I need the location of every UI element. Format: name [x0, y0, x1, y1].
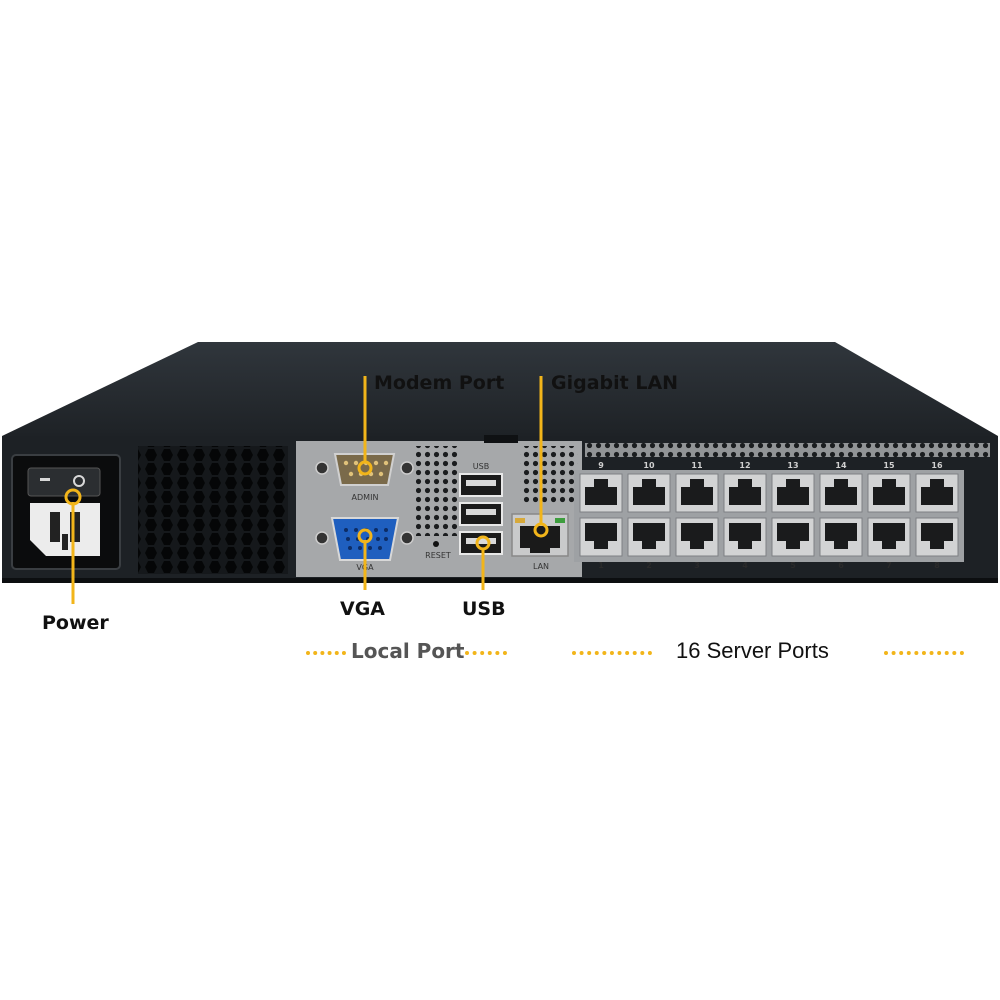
- rj45-port-icon: [681, 479, 713, 505]
- callout-gigabit-lan: Gigabit LAN: [551, 372, 679, 394]
- server-port[interactable]: [627, 473, 671, 513]
- chassis-top: [2, 342, 998, 436]
- power-switch-icon[interactable]: [27, 467, 101, 497]
- rj45-port-icon: [825, 523, 857, 549]
- rj45-port-icon: [921, 523, 953, 549]
- server-port[interactable]: [915, 473, 959, 513]
- rj45-port-icon: [873, 479, 905, 505]
- rj45-port-icon: [873, 523, 905, 549]
- server-port-number: 9: [598, 461, 604, 470]
- server-port-number: 13: [787, 461, 798, 470]
- rj45-port-icon: [777, 523, 809, 549]
- rj45-port-icon: [729, 523, 761, 549]
- server-port[interactable]: [579, 517, 623, 557]
- server-port-number: 3: [694, 561, 700, 570]
- server-port-number: 1: [598, 561, 604, 570]
- usb-port-icon[interactable]: [459, 531, 503, 555]
- rj45-port-icon: [681, 523, 713, 549]
- server-port[interactable]: [771, 517, 815, 557]
- vent-dots-upper: [416, 446, 460, 536]
- server-port-number: 15: [883, 461, 895, 470]
- power-module: [11, 454, 121, 604]
- db9-connector-icon[interactable]: [315, 453, 414, 486]
- server-port[interactable]: [723, 517, 767, 557]
- server-port[interactable]: [819, 517, 863, 557]
- callout-modem-port: Modem Port: [374, 372, 505, 394]
- server-port-number: 2: [646, 561, 652, 570]
- server-port-number: 12: [739, 461, 750, 470]
- panel-label-admin: ADMIN: [352, 493, 379, 502]
- server-port-number: 4: [742, 561, 748, 570]
- rj45-port-icon: [921, 479, 953, 505]
- callout-usb: USB: [462, 598, 506, 620]
- power-inlet-icon: [30, 503, 100, 556]
- server-port[interactable]: [867, 473, 911, 513]
- server-port-number: 7: [886, 561, 892, 570]
- panel-label-usb: USB: [473, 462, 489, 471]
- server-port-number: 10: [643, 461, 655, 470]
- vga-connector-icon[interactable]: [315, 517, 414, 561]
- local-port-dots-right: [465, 651, 507, 655]
- server-port[interactable]: [627, 517, 671, 557]
- group-label-local-port: Local Port: [351, 639, 465, 663]
- server-ports-dots-left: [572, 651, 652, 655]
- panel-label-reset: RESET: [425, 551, 451, 560]
- callout-lines: [357, 376, 549, 590]
- rj45-port-icon: [777, 479, 809, 505]
- server-port-number: 11: [691, 461, 703, 470]
- server-port[interactable]: [915, 517, 959, 557]
- vent-left: [138, 446, 288, 574]
- usb-port-icon[interactable]: [459, 502, 503, 526]
- panel-label-lan: LAN: [533, 562, 549, 571]
- server-port[interactable]: [675, 517, 719, 557]
- rj45-port-icon: [729, 479, 761, 505]
- server-port-number: 16: [931, 461, 943, 470]
- server-port-number: 6: [838, 561, 844, 570]
- rj45-port-icon: [825, 479, 857, 505]
- server-port[interactable]: [675, 473, 719, 513]
- server-port[interactable]: [771, 473, 815, 513]
- vent-top-strip: [585, 443, 990, 457]
- reset-button[interactable]: [433, 541, 439, 547]
- server-port-number: 8: [934, 561, 940, 570]
- server-ports-dots-right: [884, 651, 964, 655]
- server-port[interactable]: [867, 517, 911, 557]
- server-port-number: 14: [835, 461, 847, 470]
- server-port[interactable]: [579, 473, 623, 513]
- usb-port-icon[interactable]: [459, 473, 503, 497]
- group-label-server-ports: 16 Server Ports: [676, 638, 829, 663]
- server-port[interactable]: [723, 473, 767, 513]
- callout-vga: VGA: [340, 598, 386, 620]
- server-port-number: 5: [790, 561, 796, 570]
- callout-power: Power: [42, 612, 109, 634]
- server-port[interactable]: [819, 473, 863, 513]
- rj45-port-icon: [585, 523, 617, 549]
- rj45-port-icon: [633, 479, 665, 505]
- rj45-port-icon: [585, 479, 617, 505]
- vent-dots-right: [520, 446, 578, 504]
- local-port-dots-left: [306, 651, 346, 655]
- rj45-port-icon: [633, 523, 665, 549]
